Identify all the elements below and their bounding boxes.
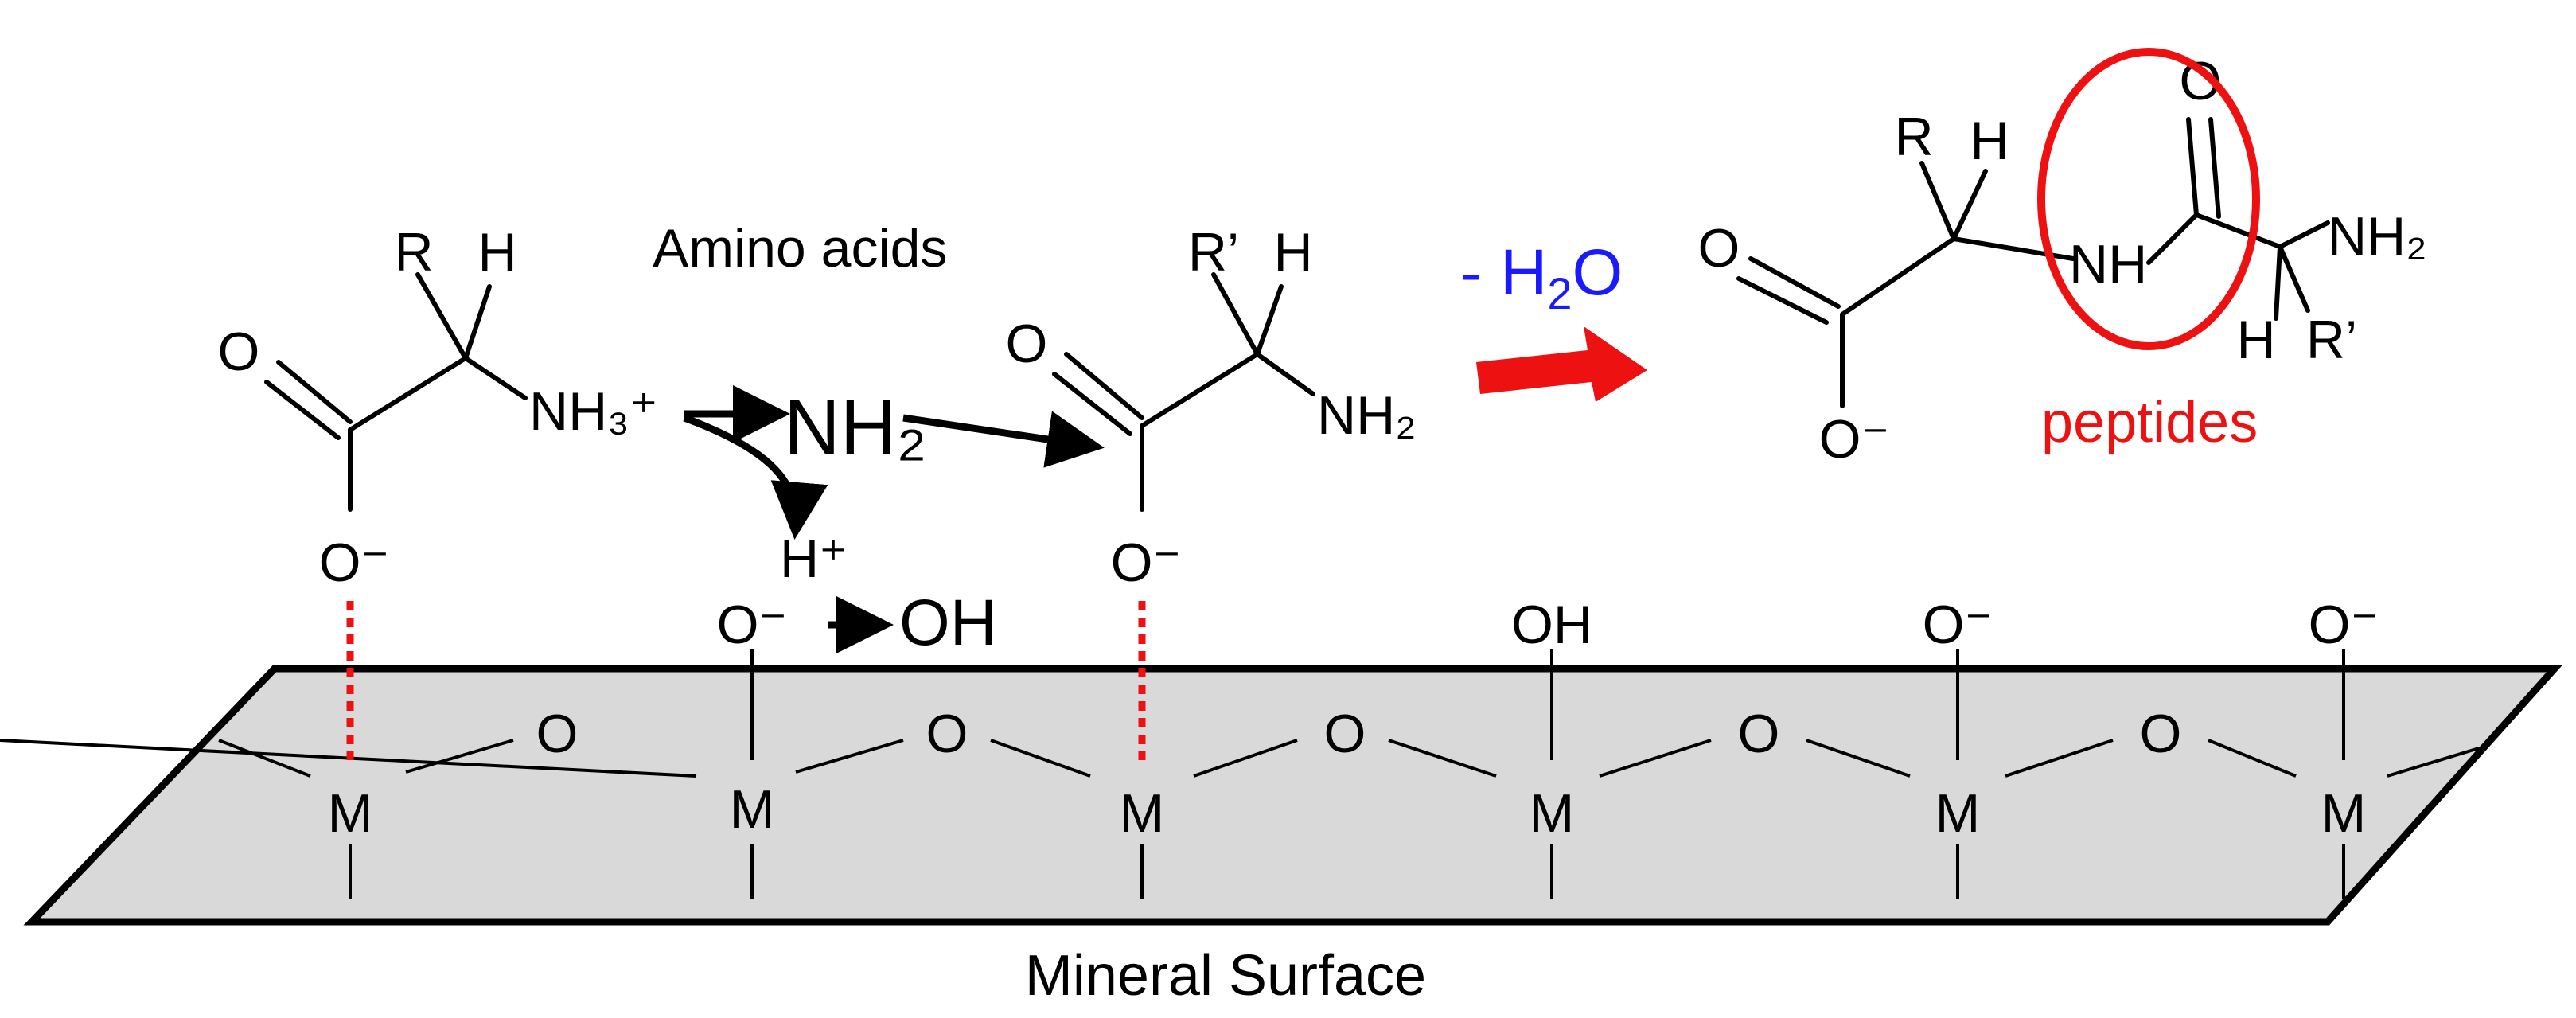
surface-o-minus-1: O⁻ [717,595,788,655]
metal-atom-1: M [328,783,373,844]
water-loss-label: - H2O [1460,236,1623,318]
metal-atom-6: M [2321,783,2367,844]
condensation-arrow [1476,326,1647,402]
bridge-oxygen-2: O [926,704,968,764]
hydroxyl-product: OH [899,587,997,659]
peptide-side-chain-r: R [1894,107,1933,167]
deprotonation-arrow-down [683,414,828,540]
amino-acids-label: Amino acids [653,218,947,279]
middle-carbonyl-oxygen: O [1006,314,1048,374]
middle-side-chain-r: R’ [1188,222,1239,283]
metal-atom-3: M [1120,783,1165,844]
surface-oh: OH [1511,595,1592,655]
peptide-carboxylate-oxygen: O⁻ [1819,409,1890,470]
peptide-second-side-chain: R’ [2306,310,2357,370]
left-carboxylate-oxygen: O⁻ [319,532,390,593]
metal-atom-4: M [1530,783,1575,844]
peptide-bond-highlight [2037,48,2260,350]
metal-atom-2: M [730,779,775,840]
peptide-second-hydrogen: H [2236,310,2275,370]
mineral-surface-label: Mineral Surface [1025,944,1426,1008]
peptide-terminal-amine: NH₂ [2328,206,2427,267]
peptide-amide-nh: NH [2069,234,2147,294]
amine-transfer-arrow [902,411,1105,468]
left-carbonyl-oxygen: O [218,322,260,382]
bridge-oxygen-5: O [2140,704,2182,764]
mineral-surface-slab [23,665,2563,926]
peptide-carbonyl-oxygen: O [1698,218,1740,279]
metal-atom-5: M [1935,783,1981,844]
amino-acid-middle: O O⁻ R’ H NH₂ [1006,222,1417,593]
surface-oxygen-atoms: O O O O O [536,704,2182,764]
left-alpha-hydrogen: H [477,222,516,283]
amino-acid-left: O O⁻ R H NH₃⁺ [218,222,658,593]
surface-o-minus-3: O⁻ [2309,595,2379,655]
peptide-product: O O⁻ R H NH O NH₂ H R’ [1698,51,2427,470]
bridge-oxygen-1: O [536,704,579,764]
middle-amine: NH₂ [1317,385,1417,446]
released-proton: H⁺ [780,529,848,589]
peptide-alpha-hydrogen: H [1970,111,2009,171]
left-side-chain-r: R [394,222,433,283]
bridge-oxygen-3: O [1324,704,1366,764]
middle-alpha-hydrogen: H [1273,222,1312,283]
left-ammonium: NH₃⁺ [529,381,658,442]
bridge-oxygen-4: O [1738,704,1780,764]
free-amine-group: NH₂ [784,383,927,470]
middle-carboxylate-oxygen: O⁻ [1111,532,1182,593]
surface-metal-atoms: M M M M M M [328,779,2367,844]
surface-o-minus-2: O⁻ [1923,595,1993,655]
peptides-label: peptides [2041,391,2258,454]
